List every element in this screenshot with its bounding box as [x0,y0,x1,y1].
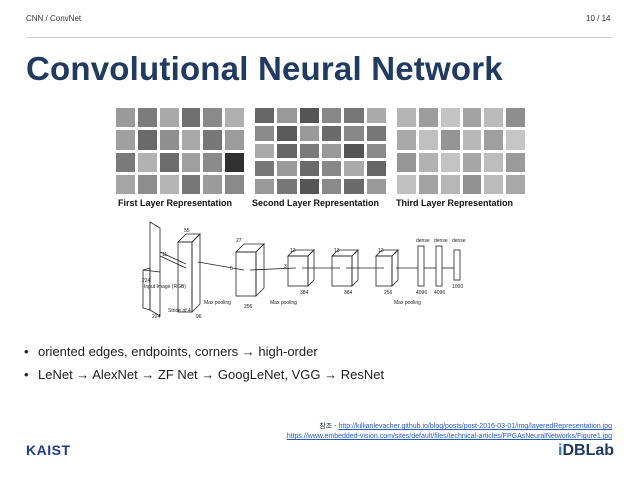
input-size-label: 224 [142,278,151,284]
dense-label-1: dense [416,238,430,244]
first-layer-caption: First Layer Representation [118,198,233,208]
kernel-size-label: 11 [162,252,167,258]
alexnet-architecture-diagram: Input Image (RGB) 224 224 11 Stride of 4… [142,221,466,320]
third-layer-faces-image [397,108,525,194]
dense-layer-3 [453,249,461,281]
input-size-label-2: 224 [152,314,161,320]
conv5-size-label: 13 [378,248,384,254]
bullet-item: •LeNet → AlexNet → ZF Net → GoogLeNet, V… [24,367,385,382]
second-layer-filters-image [255,108,386,194]
dense-size-2: 4096 [434,290,445,296]
page-title: Convolutional Neural Network [26,50,503,87]
reference-line-2: https://www.embedded-vision.com/sites/de… [287,433,612,440]
conv1-size-label: 55 [184,228,190,234]
conv4-depth-label: 384 [344,290,353,296]
conv3-depth-label: 384 [300,290,309,296]
dblab-logo: iDBLab [558,442,615,459]
conv2-size-label: 27 [236,238,242,244]
conv2-depth-label: 256 [244,304,253,310]
dense-label-2: dense [434,238,448,244]
dense-layer-2 [435,245,443,287]
dense-size-3: 1000 [452,284,463,290]
second-layer-caption: Second Layer Representation [252,198,380,208]
conv1-depth-label: 96 [196,314,202,320]
reference-link-1[interactable]: http://killianlevacher.github.io/blog/po… [338,423,612,430]
page-number: 10 / 14 [586,14,611,23]
third-layer-caption: Third Layer Representation [396,198,514,208]
input-label: Input Image (RGB) [144,284,186,290]
kaist-logo: KAIST [26,442,71,458]
reference-link-2[interactable]: https://www.embedded-vision.com/sites/de… [286,433,612,440]
header-divider [26,37,612,38]
conv5-depth-label: 256 [384,290,393,296]
conv4-size-label: 13 [334,248,340,254]
dense-size-1: 4096 [416,290,427,296]
dense-layer-1 [417,245,425,287]
conv2-kernel-label: 5 [230,266,233,272]
pool1-label: Max pooling [204,300,231,306]
pool2-label: Max pooling [270,300,297,306]
reference-line-1: 참조 - http://killianlevacher.github.io/bl… [319,423,612,430]
first-layer-filters-image [116,108,244,194]
stride-label: Stride of 4 [168,308,191,314]
dense-label-3: dense [452,238,466,244]
bullet-item: •oriented edges, endpoints, corners → hi… [24,344,318,359]
bullet-list: •oriented edges, endpoints, corners → hi… [24,344,384,390]
conv3-size-label: 13 [290,248,296,254]
input-volume [149,221,161,317]
conv3-kernel-label: 3 [284,264,287,270]
breadcrumb: CNN / ConvNet [26,14,82,23]
conv1-volume [177,233,201,243]
pool5-label: Max pooling [394,300,421,306]
